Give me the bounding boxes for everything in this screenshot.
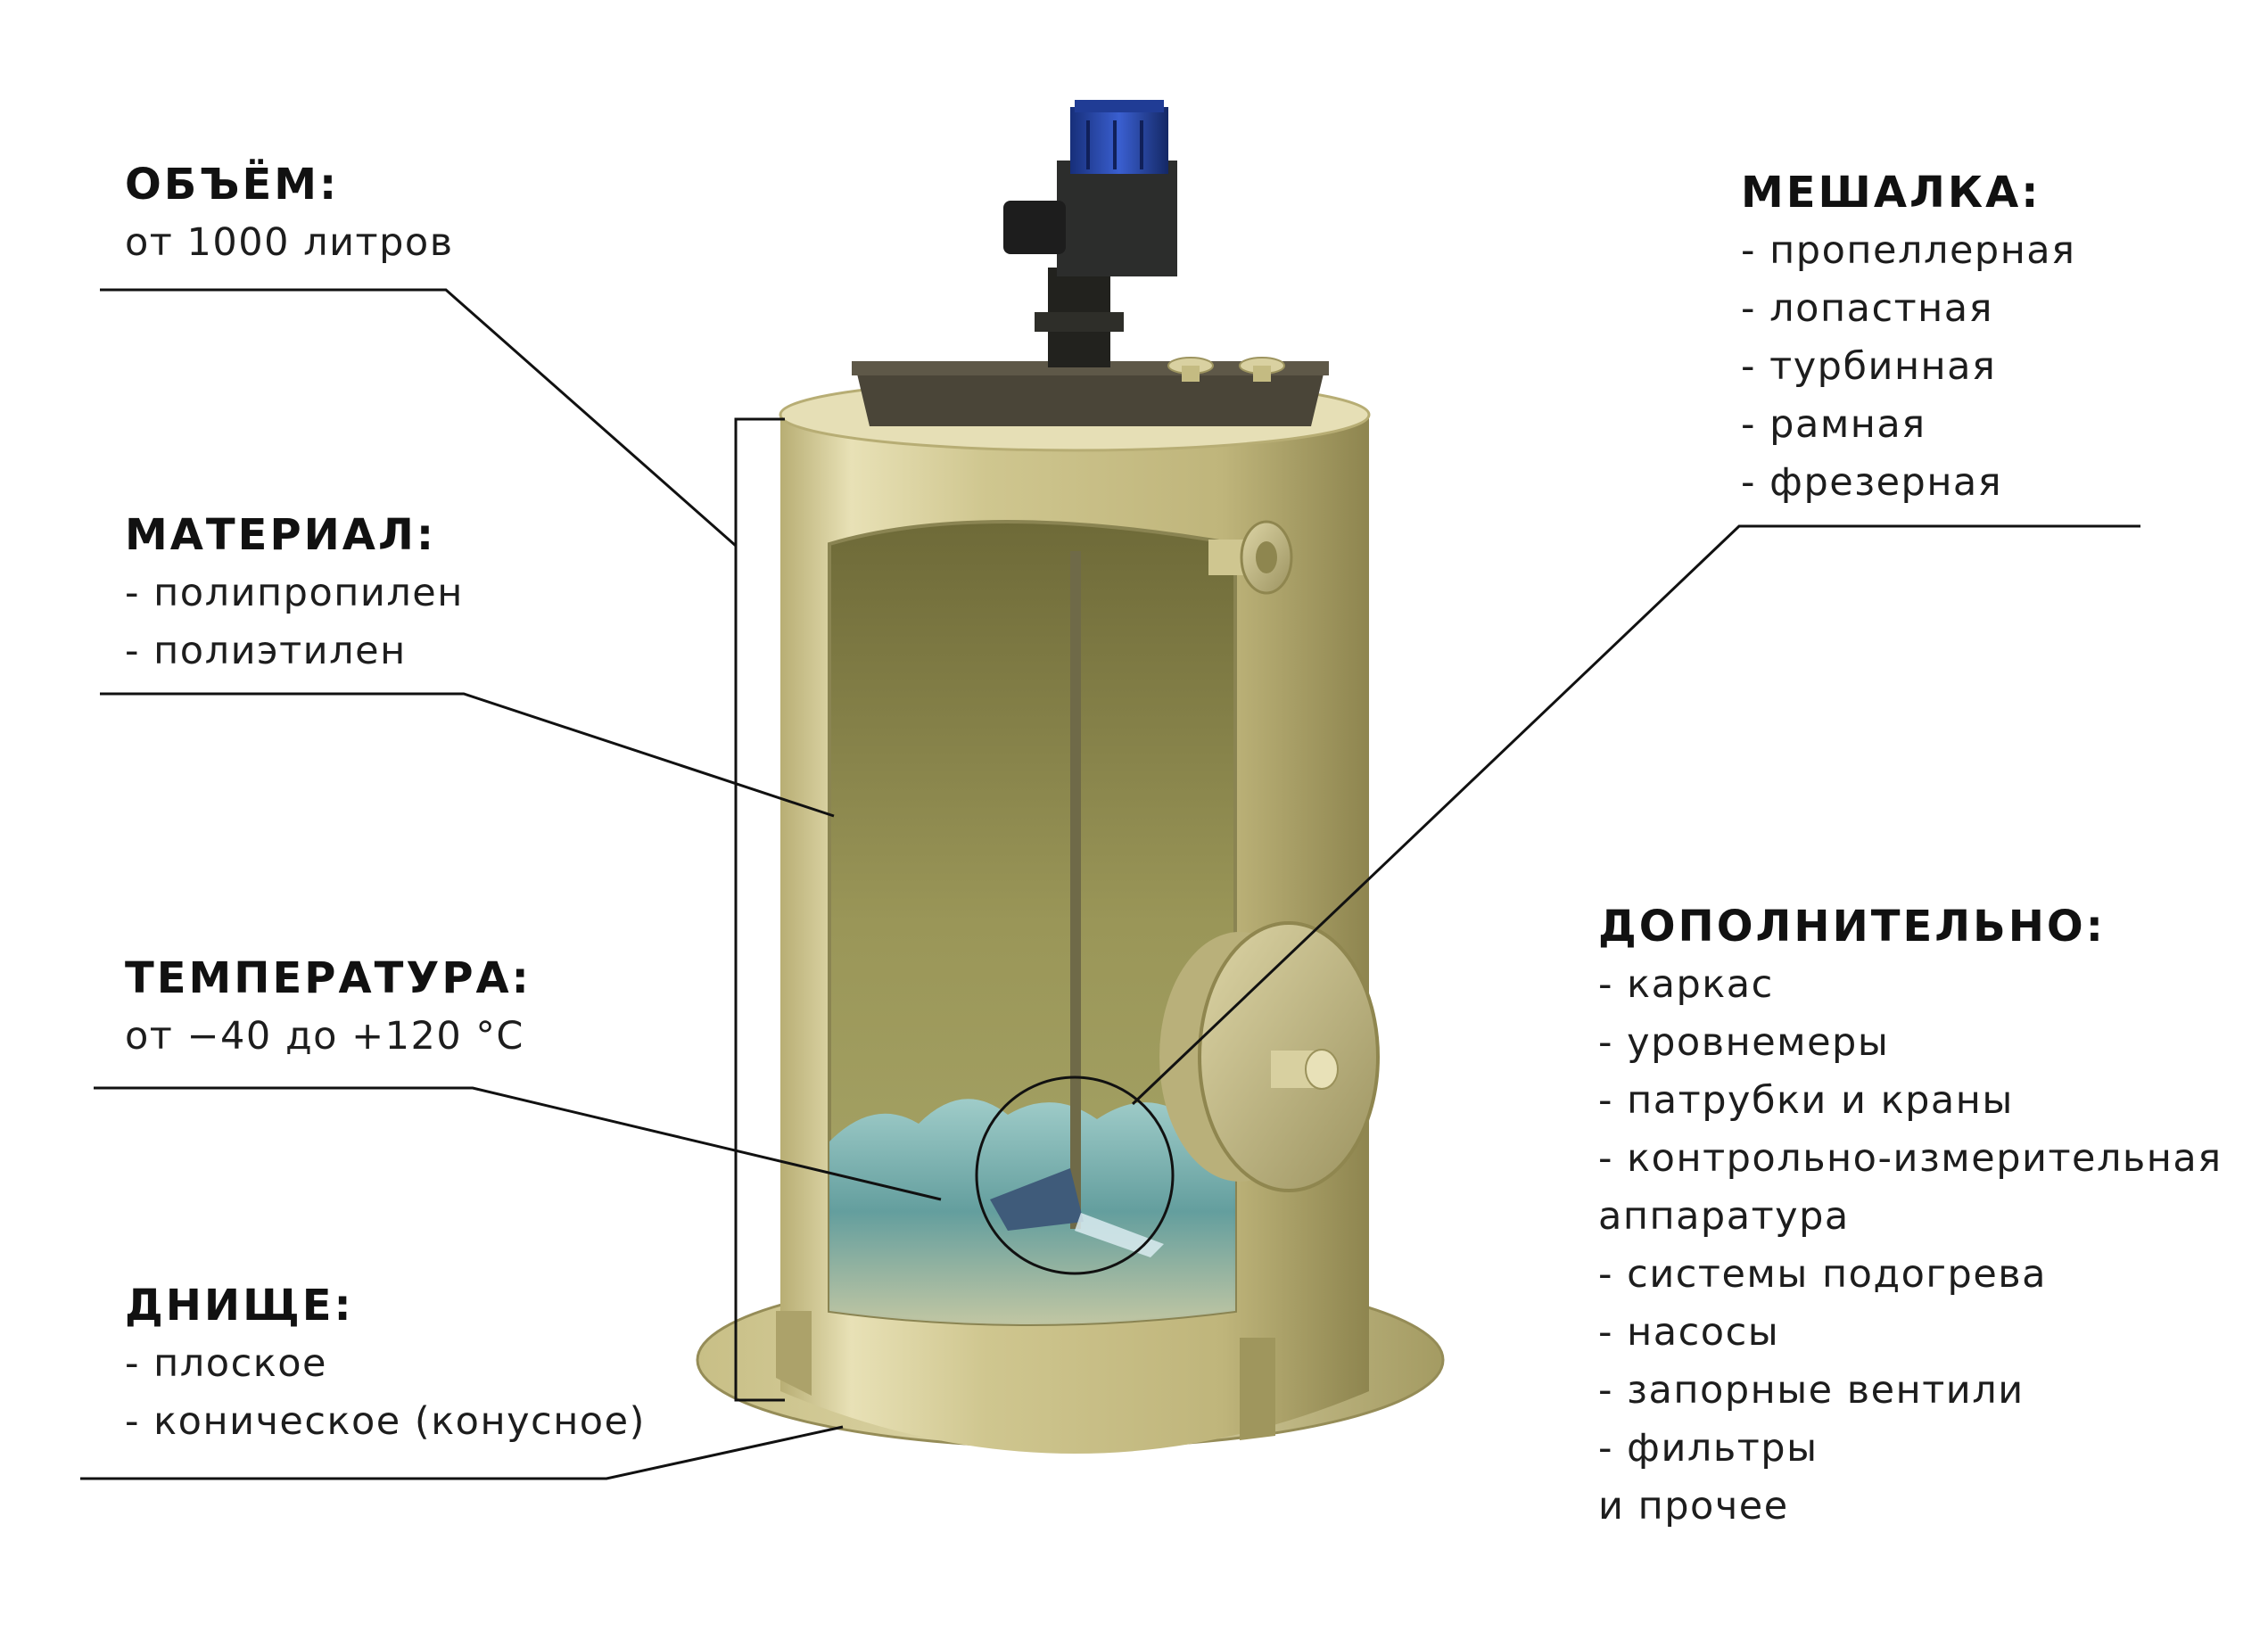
callout-temperature: ТЕМПЕРАТУРА: от −40 до +120 °C [125,949,532,1066]
callout-material: МАТЕРИАЛ: - полипропилен - полиэтилен [125,506,464,680]
callout-line: аппаратура [1598,1194,1850,1239]
callout-line: - турбинная [1741,344,1997,389]
callout-line: - фрезерная [1741,460,2003,505]
callout-title: ОБЪЁМ: [125,160,340,210]
side-nozzle-top [1208,520,1293,595]
callout-line: - фильтры [1598,1426,1819,1471]
callout-line: - плоское [125,1341,327,1386]
callout-line: - запорные вентили [1598,1368,2025,1413]
callout-line: - полиэтилен [125,629,407,673]
height-bracket [734,417,785,1402]
impeller-highlight-circle [975,1075,1175,1275]
callout-line: - системы подогрева [1598,1252,2047,1297]
callout-line: - насосы [1598,1310,1780,1355]
callout-line: от 1000 литров [125,220,454,265]
callout-bottom: ДНИЩЕ: - плоское - коническое (конусное) [125,1276,646,1451]
support-rib-right [1240,1338,1275,1440]
support-rib-left [776,1311,812,1396]
callout-line: - коническое (конусное) [125,1399,646,1444]
callout-mixer: МЕШАЛКА: - пропеллерная - лопастная - ту… [1741,163,2076,512]
callout-line: - пропеллерная [1741,228,2076,273]
callout-volume: ОБЪЁМ: от 1000 литров [125,155,454,272]
impeller [990,1168,1084,1231]
lid-mount-plate [856,370,1324,426]
callout-line: - контрольно-измерительная [1598,1136,2223,1181]
callout-title: ДОПОЛНИТЕЛЬНО: [1598,902,2106,952]
mixer-shaft [1070,551,1081,1229]
callout-line: - лопастная [1741,286,1993,331]
side-flange [1159,921,1380,1192]
callout-line: и прочее [1598,1484,1789,1529]
mixer-motor [1003,100,1177,367]
leader-lines [80,288,2140,1480]
callout-line: от −40 до +120 °C [125,1014,524,1059]
callout-extra: ДОПОЛНИТЕЛЬНО: - каркас - уровнемеры - п… [1598,897,2223,1536]
callout-line: - патрубки и краны [1598,1078,2014,1123]
callout-line: - уровнемеры [1598,1020,1890,1065]
callout-line: - рамная [1741,402,1926,447]
callout-title: МАТЕРИАЛ: [125,510,437,560]
callout-line: - каркас [1598,962,1774,1007]
callout-line: - полипропилен [125,571,464,615]
callout-title: МЕШАЛКА: [1741,168,2041,218]
callout-title: ТЕМПЕРАТУРА: [125,953,532,1003]
callout-title: ДНИЩЕ: [125,1281,354,1331]
